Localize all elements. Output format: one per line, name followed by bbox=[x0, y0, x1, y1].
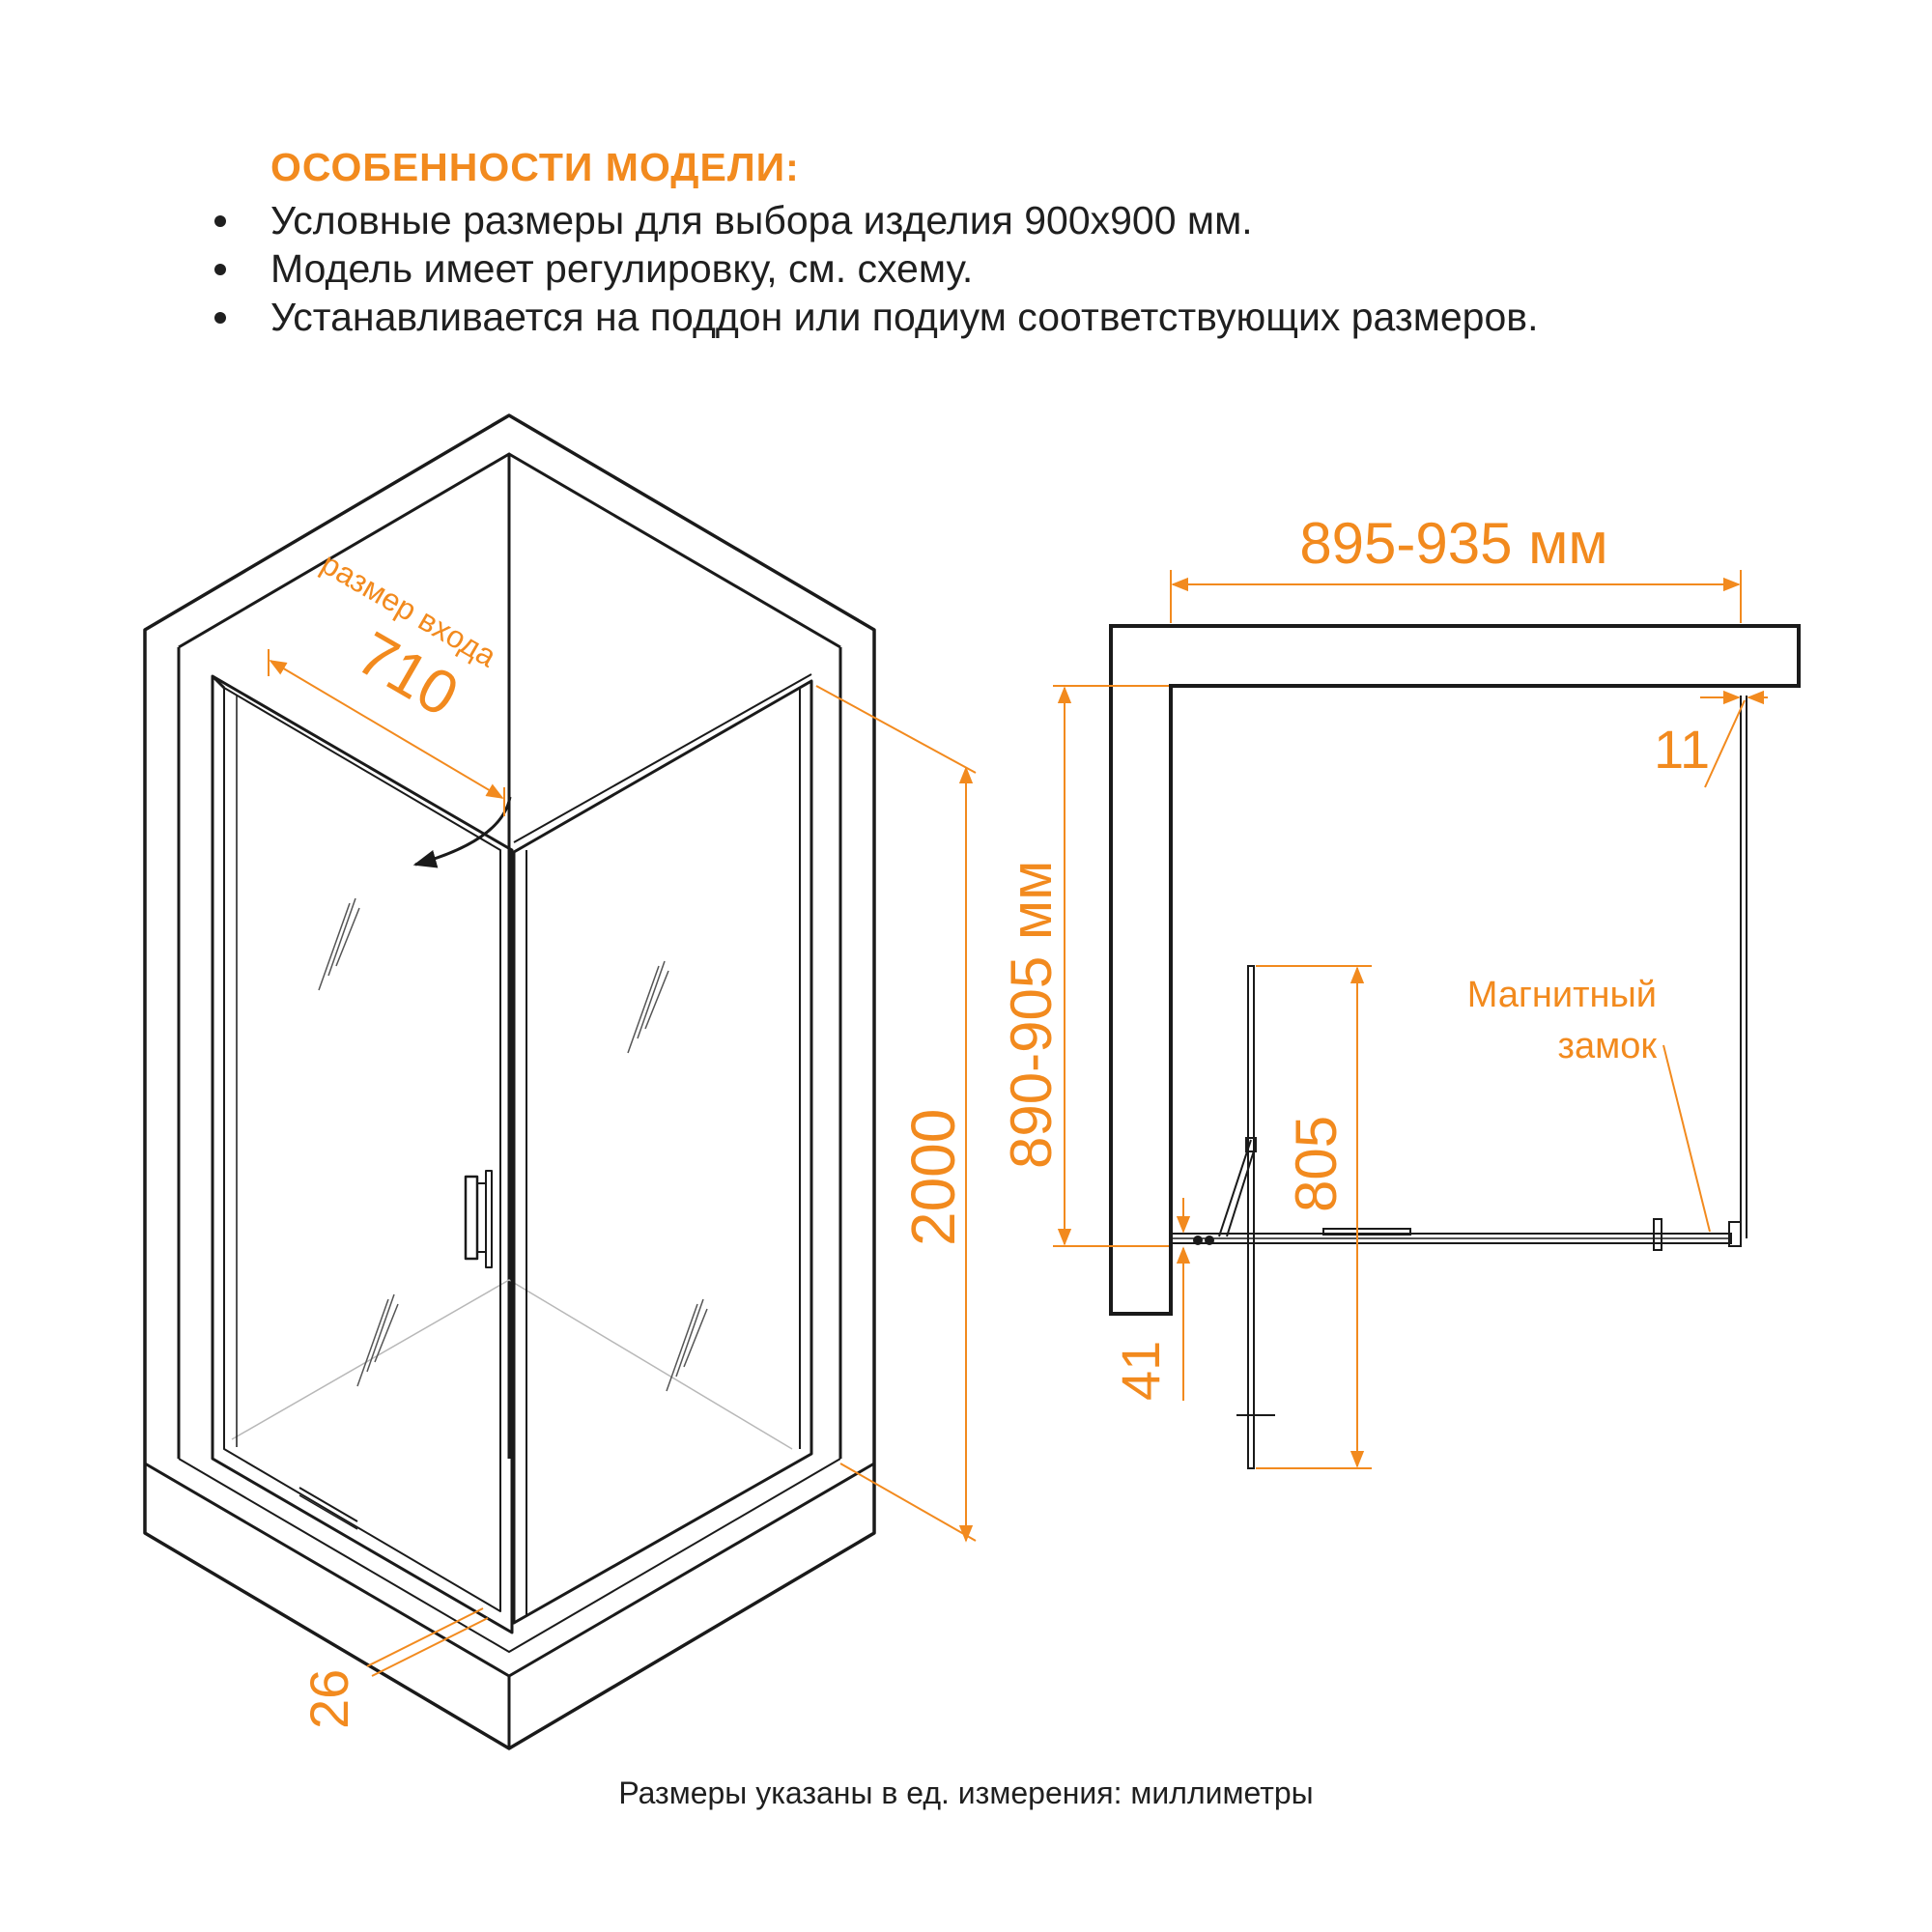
dim-entrance-line bbox=[269, 660, 504, 799]
magnet-label-line2: замок bbox=[1558, 1026, 1658, 1066]
width-range-value: 895-935 мм bbox=[1299, 511, 1607, 576]
features-list: Условные размеры для выбора изделия 900х… bbox=[205, 196, 1847, 341]
magnet-leader-line bbox=[1662, 1044, 1711, 1233]
depth-range-value: 890-905 мм bbox=[999, 861, 1064, 1169]
iso-base-top bbox=[144, 1462, 875, 1678]
isometric-view bbox=[143, 413, 876, 1750]
wall-gap-value: 11 bbox=[1654, 719, 1710, 780]
door-opening-value: 805 bbox=[1284, 1116, 1349, 1212]
door-handle-icon bbox=[464, 1175, 479, 1261]
height-value: 2000 bbox=[898, 1109, 968, 1246]
plan-door-panel bbox=[1247, 965, 1255, 1469]
iso-wall-outline bbox=[143, 413, 876, 1750]
profile-value: 26 bbox=[298, 1669, 359, 1729]
plan-view bbox=[1109, 624, 1801, 1469]
iso-fixed-panel bbox=[512, 679, 813, 1625]
plan-wall bbox=[1109, 624, 1801, 1316]
plan-dimensions bbox=[1053, 570, 1768, 1469]
feature-item: Условные размеры для выбора изделия 900х… bbox=[205, 196, 1847, 244]
features-block: ОСОБЕННОСТИ МОДЕЛИ: Условные размеры для… bbox=[205, 145, 1847, 341]
door-offset-value: 41 bbox=[1110, 1341, 1171, 1401]
features-title: ОСОБЕННОСТИ МОДЕЛИ: bbox=[270, 145, 800, 189]
iso-door-frame bbox=[211, 674, 514, 1634]
footer-note: Размеры указаны в ед. измерения: миллиме… bbox=[618, 1776, 1314, 1810]
door-opening-arrow-icon bbox=[412, 796, 512, 868]
glass-reflection-icon bbox=[318, 897, 708, 1392]
iso-wall-inner-right bbox=[508, 452, 841, 649]
magnet-label-line1: Магнитный bbox=[1467, 975, 1657, 1015]
iso-dimensions bbox=[268, 649, 977, 1677]
feature-item: Модель имеет регулировку, см. схему. bbox=[205, 244, 1847, 293]
feature-item: Устанавливается на поддон или подиум соо… bbox=[205, 293, 1847, 341]
